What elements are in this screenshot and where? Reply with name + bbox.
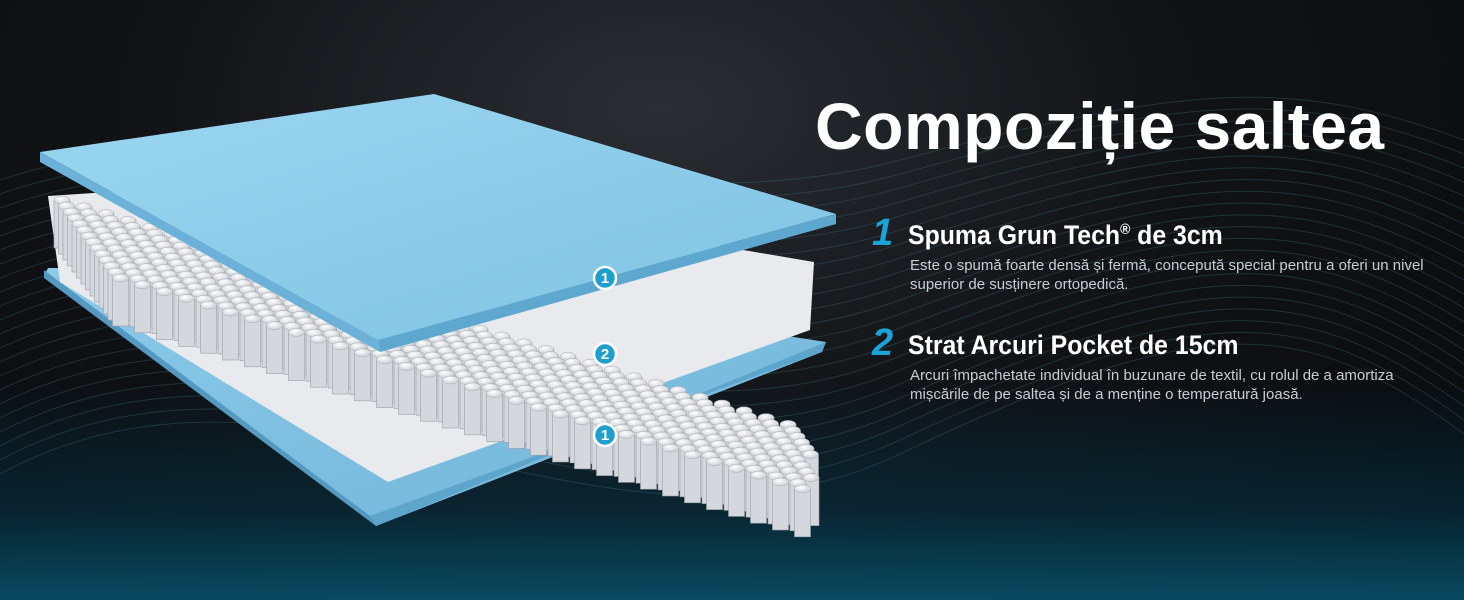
feature-heading-suffix: de 3cm xyxy=(1130,220,1223,250)
feature-description: Arcuri împachetate individual în buzunar… xyxy=(910,367,1394,403)
page-title: Compoziție saltea xyxy=(815,89,1385,163)
layer-badge-1-bottom: 1 xyxy=(592,422,618,448)
registered-mark: ® xyxy=(1120,221,1131,238)
feature-description: Este o spumă foarte densă și fermă, conc… xyxy=(910,257,1424,293)
svg-text:2: 2 xyxy=(601,346,609,363)
feature-number: 1 xyxy=(872,212,894,254)
feature-number: 2 xyxy=(872,322,894,364)
feature-heading: Strat Arcuri Pocket de 15cm xyxy=(908,330,1239,360)
feature-heading: Spuma Grun Tech® de 3cm xyxy=(908,220,1223,251)
svg-text:1: 1 xyxy=(601,427,609,444)
layer-badge-1-top: 1 xyxy=(592,265,618,291)
layer-badge-2: 2 xyxy=(592,341,618,367)
svg-text:1: 1 xyxy=(601,270,609,287)
feature-heading-text: Spuma Grun Tech xyxy=(908,220,1121,250)
